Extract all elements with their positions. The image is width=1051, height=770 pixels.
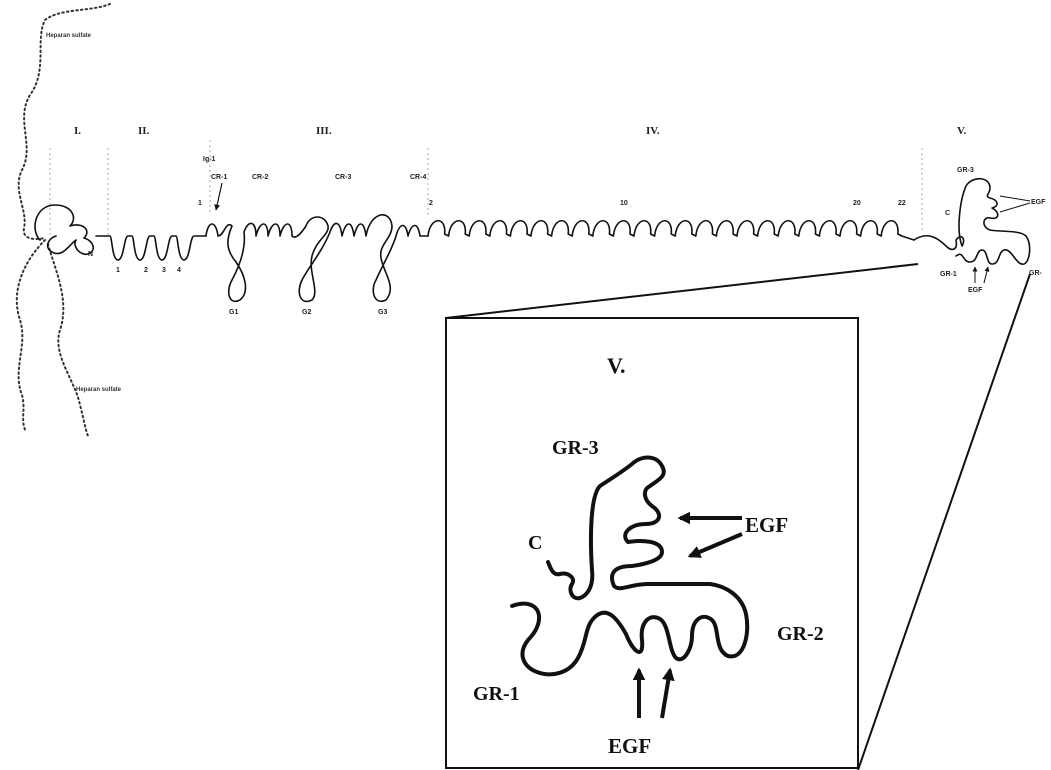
gr1-small-label: GR-1	[940, 271, 957, 278]
domain-label-iii: III.	[316, 125, 332, 137]
cr2-label: CR-2	[252, 174, 268, 181]
ldl-repeat-4-label: 4	[177, 267, 181, 274]
ldl-repeat-1-label: 1	[116, 267, 120, 274]
inset-gr3-label: GR-3	[552, 437, 599, 459]
ldl-repeat-2-label: 2	[144, 267, 148, 274]
ig1-label: Ig-1	[203, 156, 216, 163]
domain-label-v: V.	[957, 125, 967, 137]
g3-label: G3	[378, 309, 387, 316]
cr4-label: CR-4	[410, 174, 426, 181]
egf-small-pointer-1	[1000, 196, 1030, 201]
inset-egf-top-label: EGF	[745, 513, 788, 537]
domain-label-iv: IV.	[646, 125, 660, 137]
domain-i-structure	[35, 205, 93, 254]
egf-small-pointer-2	[1000, 203, 1030, 212]
cr1-arrow	[216, 183, 222, 210]
n-terminus-label: N	[88, 251, 93, 258]
repeat-20-label: 20	[853, 200, 861, 207]
heparan-sulfate-chain-bottom-2	[48, 244, 88, 436]
inset-gr1-label: GR-1	[473, 683, 520, 705]
zoom-line-left	[446, 264, 918, 318]
domain-label-i: I.	[74, 125, 81, 137]
heparan-sulfate-label-bottom: Heparan sulfate	[76, 387, 122, 393]
domain-label-ii: II.	[138, 125, 150, 137]
domain-iii-structure	[206, 215, 428, 302]
repeat-10-label: 10	[620, 200, 628, 207]
gr-cut-label: GR-	[1029, 270, 1043, 277]
domain-iv-ig-repeats	[428, 221, 914, 240]
inset-gr2-label: GR-2	[777, 623, 824, 645]
g2-label: G2	[302, 309, 311, 316]
egf-small-label-top: EGF	[1031, 199, 1046, 206]
egf-small-label-bottom: EGF	[968, 287, 983, 294]
heparan-sulfate-chain-top	[19, 4, 110, 239]
domain-v-small-structure	[914, 179, 1030, 264]
repeat-22-label: 22	[898, 200, 906, 207]
egf-small-arrow-2	[984, 267, 988, 283]
ig1-number-label: 1	[198, 200, 202, 207]
heparan-sulfate-chain-bottom	[17, 240, 45, 432]
cr1-label: CR-1	[211, 174, 227, 181]
inset-title: V.	[607, 353, 626, 378]
gr3-small-label: GR-3	[957, 167, 974, 174]
inset-c-label: C	[528, 532, 542, 554]
zoom-line-right	[858, 274, 1030, 770]
repeat-2-label: 2	[429, 200, 433, 207]
heparan-sulfate-label-top: Heparan sulfate	[46, 33, 92, 39]
ldl-repeat-3-label: 3	[162, 267, 166, 274]
domain-ii-ldl-loops	[96, 236, 206, 260]
g1-label: G1	[229, 309, 238, 316]
inset-egf-bottom-label: EGF	[608, 734, 651, 758]
c-small-label: C	[945, 210, 950, 217]
cr3-label: CR-3	[335, 174, 351, 181]
